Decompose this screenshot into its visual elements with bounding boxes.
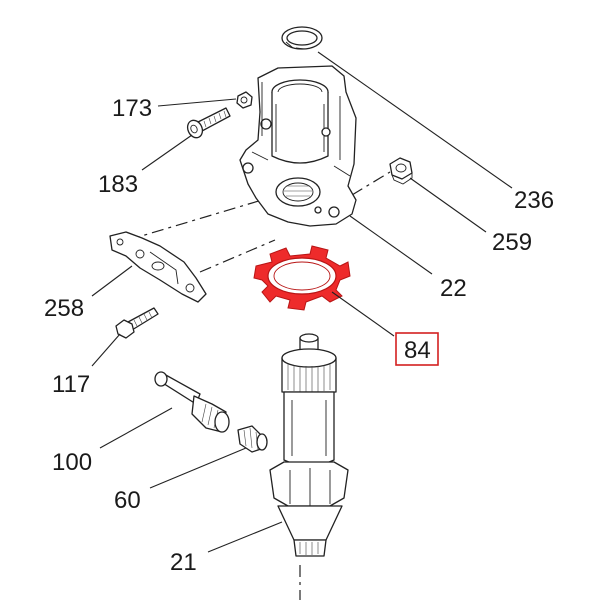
label-117: 117: [52, 371, 90, 398]
part-100-fitting[interactable]: [154, 371, 230, 433]
label-183: 183: [98, 171, 138, 198]
leader-lines: [91, 51, 513, 553]
part-22-pump-housing[interactable]: [239, 65, 357, 227]
label-22: 22: [440, 275, 467, 302]
label-258: 258: [44, 295, 84, 322]
label-173: 173: [112, 95, 152, 122]
part-173-nut[interactable]: [236, 91, 253, 109]
part-84-lock-ring[interactable]: [253, 245, 351, 311]
label-84-highlight-box: [395, 332, 439, 366]
part-183-screw[interactable]: [185, 107, 231, 140]
label-259: 259: [492, 229, 532, 256]
part-117-bolt[interactable]: [115, 307, 159, 339]
part-labels: 173 183 258 117 100 60 21 236 259 22 84: [44, 95, 554, 576]
label-84: 84: [404, 337, 431, 364]
part-259-hex-nut[interactable]: [389, 157, 413, 185]
alignment-lines: [127, 171, 391, 600]
part-60-nipple[interactable]: [237, 425, 268, 453]
part-236-snap-ring[interactable]: [281, 26, 323, 50]
part-258-bracket[interactable]: [109, 231, 207, 303]
label-236: 236: [514, 187, 554, 214]
label-21: 21: [170, 549, 197, 576]
part-21-pump-cylinder[interactable]: [269, 333, 349, 557]
label-60: 60: [114, 487, 141, 514]
label-100: 100: [52, 449, 92, 476]
